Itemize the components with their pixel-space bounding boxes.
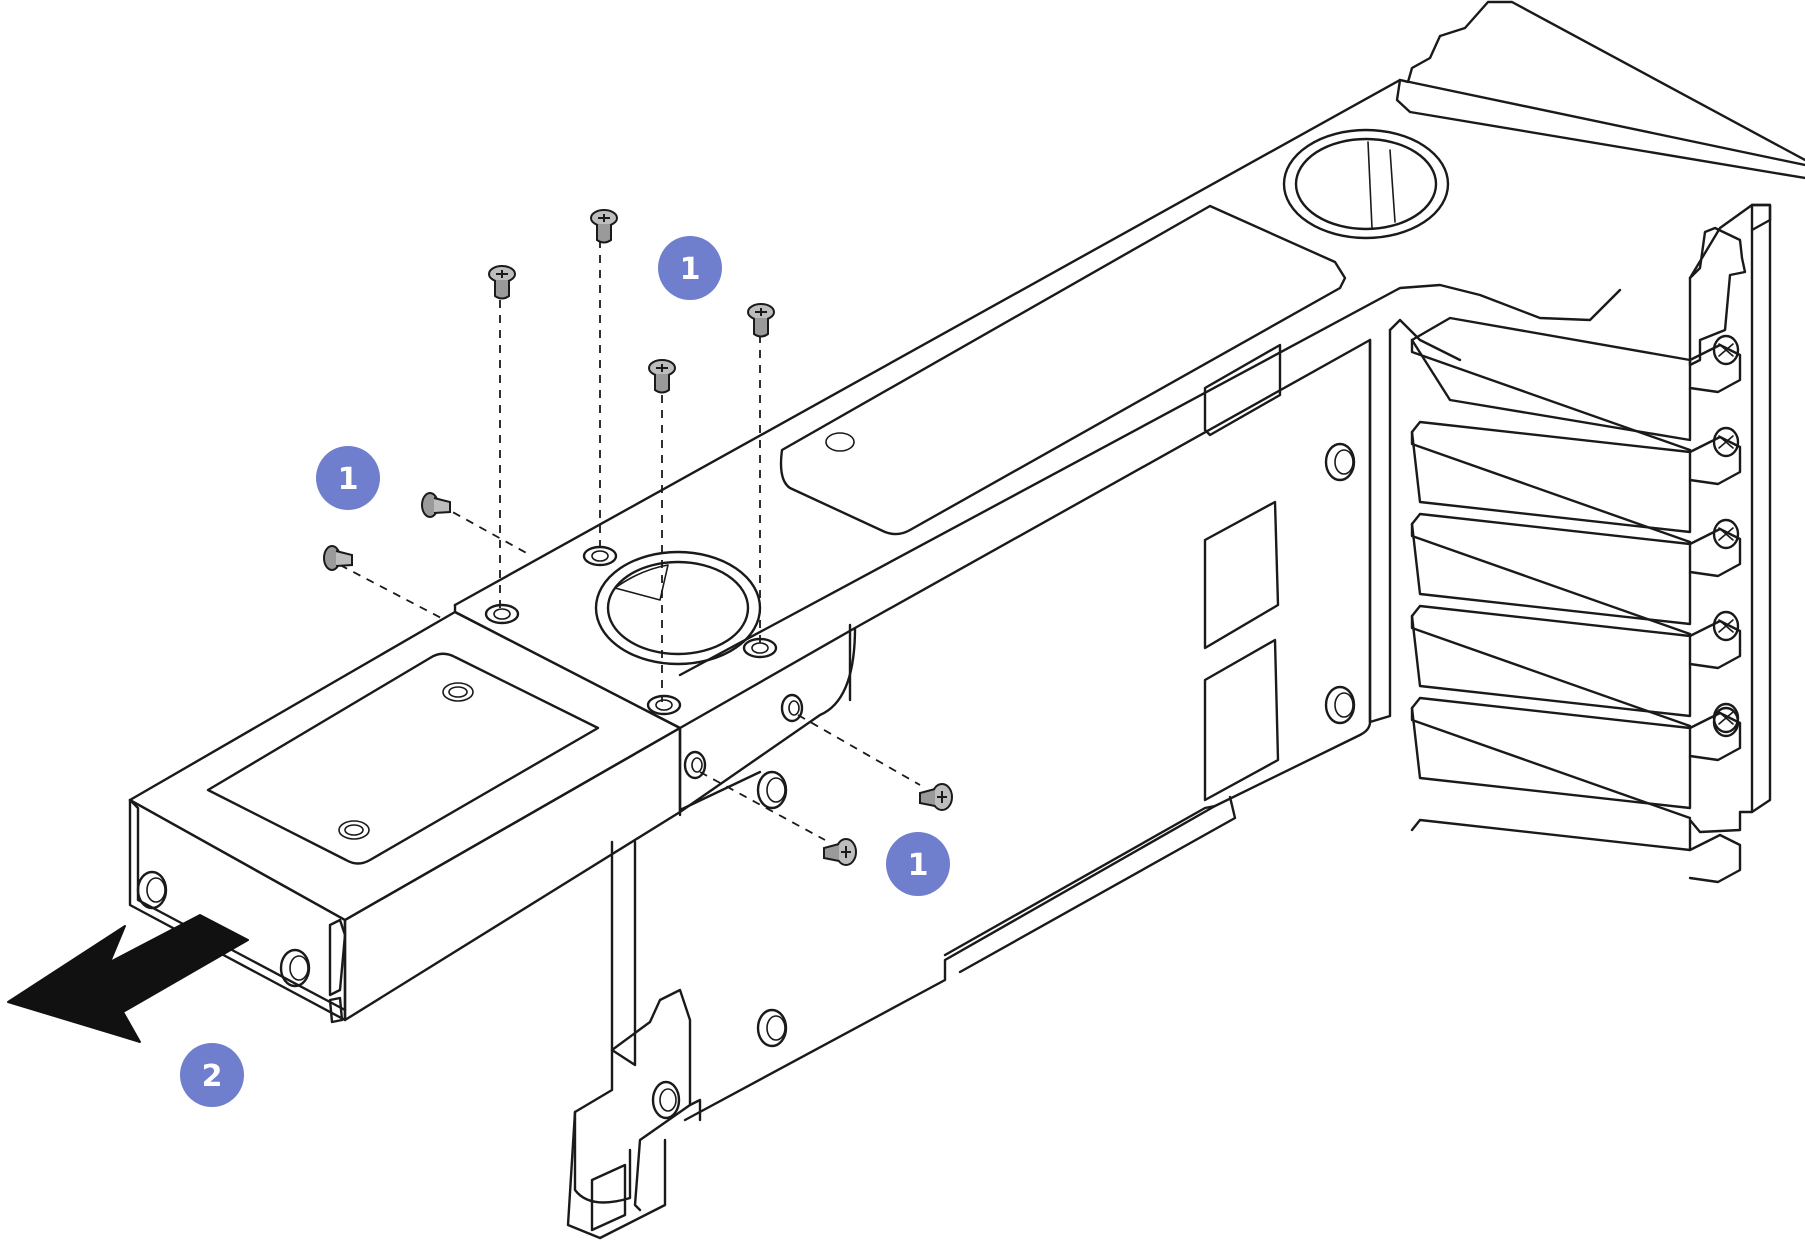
callout-number: 1: [338, 462, 359, 497]
callout-badge-2: 2: [180, 1043, 244, 1107]
pcie-slot-covers: [1410, 316, 1742, 884]
callout-number: 1: [908, 848, 929, 883]
callout-number: 2: [202, 1059, 223, 1094]
riser-cage: [453, 0, 1805, 1240]
callout-badge-1a: 1: [658, 236, 722, 300]
callout-badge-1c: 1: [886, 832, 950, 896]
callout-number: 1: [680, 252, 701, 287]
screw-icon: [323, 209, 953, 866]
riser-module: [128, 610, 682, 1024]
screw-guide-lines: [339, 240, 921, 841]
removal-arrow-icon: [7, 914, 249, 1043]
callout-badge-1b: 1: [316, 446, 380, 510]
